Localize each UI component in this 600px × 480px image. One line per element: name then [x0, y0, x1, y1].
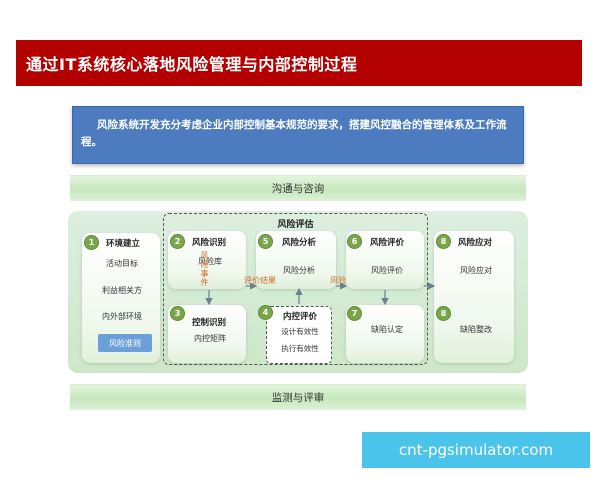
risk-eval-title: 风险评价: [370, 238, 405, 248]
env-item-stakeholders: 利益相关方: [102, 286, 142, 295]
step-badge-7: 7: [347, 306, 362, 321]
intro-box: 风险系统开发充分考虑企业内部控制基本规范的要求，搭建风控融合的管理体系及工作流程…: [72, 106, 524, 164]
step-badge-2: 2: [170, 234, 185, 249]
risk-eval-item: 风险评价: [371, 266, 403, 275]
step-badge-4: 4: [258, 305, 273, 320]
control-id-title: 控制识别: [192, 318, 227, 328]
risk-assessment-group: [163, 213, 428, 365]
ic-eval-title: 内控评价: [283, 312, 318, 322]
internal-control-eval-box: [266, 306, 332, 364]
defect-rectification-item: 缺陷整改: [460, 325, 492, 334]
risk-response-item: 风险应对: [460, 266, 492, 275]
page-title: 通过IT系统核心落地风险管理与内部控制过程: [16, 40, 582, 86]
env-item-goal: 活动目标: [106, 259, 138, 268]
step-badge-8a: 8: [436, 234, 451, 249]
risk-analysis-item: 风险分析: [283, 266, 315, 275]
risk-assessment-title: 风险评估: [277, 220, 314, 230]
eval-result-label: 评价结果: [244, 276, 276, 285]
communication-band: 沟通与咨询: [70, 175, 526, 201]
step-badge-1: 1: [84, 235, 99, 250]
env-title: 环境建立: [106, 239, 141, 249]
step-badge-3: 3: [170, 306, 185, 321]
step-badge-8b: 8: [436, 306, 451, 321]
risk-criteria-highlight: 风险准则: [98, 334, 152, 352]
communication-label: 沟通与咨询: [271, 183, 325, 195]
watermark: cnt-pgsimulator.com: [362, 432, 590, 468]
intro-text: 风险系统开发充分考虑企业内部控制基本规范的要求，搭建风控融合的管理体系及工作流程…: [81, 119, 507, 148]
risk-id-title: 风险识别: [192, 238, 227, 248]
execution-effectiveness-item: 执行有效性: [281, 344, 319, 353]
monitoring-label: 监测与评审: [271, 392, 325, 404]
step-badge-6: 6: [347, 234, 362, 249]
control-matrix-item: 内控矩阵: [194, 334, 226, 343]
design-effectiveness-item: 设计有效性: [281, 327, 319, 336]
risk-analysis-title: 风险分析: [282, 238, 317, 248]
defect-identification-item: 缺陷认定: [371, 325, 403, 334]
step-badge-5: 5: [258, 234, 273, 249]
env-item-environment: 内外部环境: [102, 312, 142, 321]
risk-event-label: 风险事件: [200, 251, 209, 287]
response-column: [434, 231, 514, 363]
risk-library-item: 风险库: [198, 257, 222, 266]
risk-response-title: 风险应对: [458, 238, 493, 248]
monitoring-band: 监测与评审: [70, 384, 526, 410]
